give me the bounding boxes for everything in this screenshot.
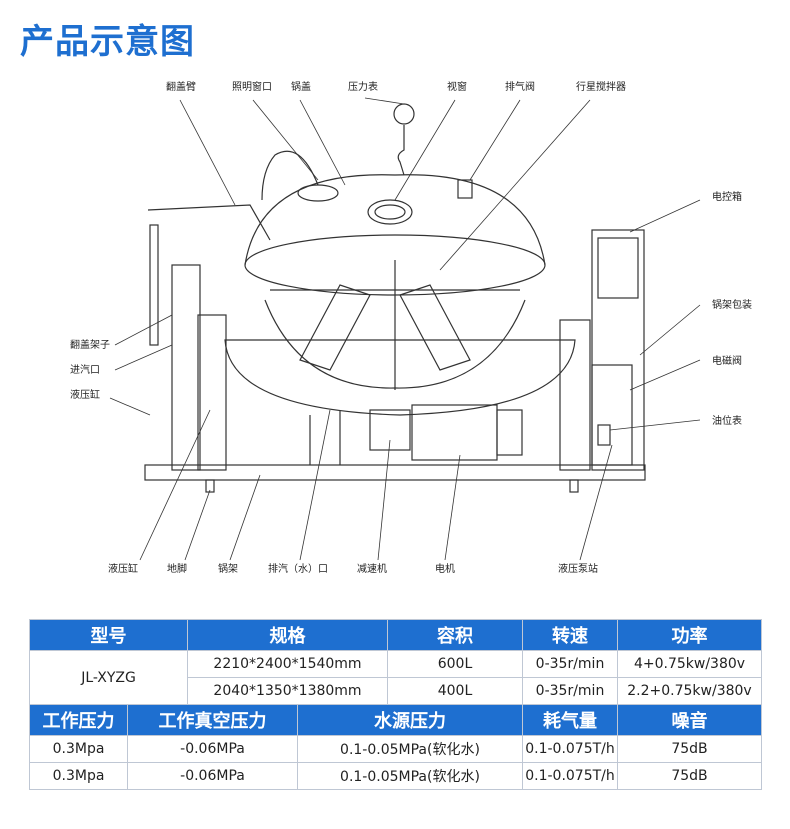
table-row: JL-XYZG 2210*2400*1540mm 600L 0-35r/min … bbox=[29, 650, 762, 705]
callout-oil-gauge: 油位表 bbox=[712, 414, 742, 427]
callout-planetary-mixer: 行星搅拌器 bbox=[576, 80, 626, 93]
lamp bbox=[297, 184, 339, 202]
steam-consumption-cell: 0.1-0.075T/h bbox=[522, 735, 618, 763]
header-spec: 规格 bbox=[187, 619, 388, 651]
model-cell: JL-XYZG bbox=[29, 650, 188, 705]
kettle-body bbox=[224, 339, 576, 416]
power-cell: 4+0.75kw/380v bbox=[617, 650, 762, 678]
machine-diagram: 翻盖臂 照明窗口 锅盖 压力表 视窗 排气阀 行星搅拌器 电控箱 锅架包装 电磁… bbox=[70, 80, 752, 575]
control-box bbox=[591, 229, 645, 471]
page-title: 产品示意图 bbox=[20, 22, 195, 62]
speed-cell: 0-35r/min bbox=[522, 650, 618, 678]
vacuum-pressure-cell: -0.06MPa bbox=[127, 762, 298, 790]
callout-vent-valve: 排气阀 bbox=[505, 80, 535, 93]
callout-lid: 锅盖 bbox=[291, 80, 311, 93]
header-model: 型号 bbox=[29, 619, 188, 651]
water-pressure-cell: 0.1-0.05MPa(软化水) bbox=[297, 735, 523, 763]
callout-hydraulic-cylinder-bottom: 液压缸 bbox=[108, 562, 138, 575]
working-pressure-cell: 0.3Mpa bbox=[29, 762, 128, 790]
callout-frame: 锅架 bbox=[218, 563, 238, 575]
callout-hydraulic-station: 液压泵站 bbox=[558, 562, 598, 575]
spec-cell: 2210*2400*1540mm bbox=[187, 650, 388, 678]
vacuum-pressure-cell: -0.06MPa bbox=[127, 735, 298, 763]
right-column bbox=[559, 319, 591, 471]
working-pressure-cell: 0.3Mpa bbox=[29, 735, 128, 763]
callout-flip-arm: 翻盖臂 bbox=[166, 80, 196, 93]
table-row: 0.3Mpa -0.06MPa 0.1-0.05MPa(软化水) 0.1-0.0… bbox=[29, 735, 762, 763]
callout-frame-cover: 锅架包装 bbox=[712, 298, 752, 311]
header-water-pressure: 水源压力 bbox=[297, 704, 523, 736]
power-cell: 2.2+0.75kw/380v bbox=[617, 677, 762, 705]
volume-cell: 600L bbox=[387, 650, 523, 678]
flip-arm bbox=[147, 204, 271, 241]
noise-cell: 75dB bbox=[617, 735, 762, 763]
callout-control-box: 电控箱 bbox=[712, 190, 742, 203]
callout-pressure-gauge: 压力表 bbox=[348, 80, 378, 93]
agitator-right bbox=[399, 284, 471, 371]
callout-motor: 电机 bbox=[435, 562, 455, 575]
motor bbox=[411, 404, 498, 461]
table2-header-row: 工作压力 工作真空压力 水源压力 耗气量 噪音 bbox=[29, 704, 762, 736]
view-window bbox=[367, 199, 413, 225]
left-column-inner bbox=[197, 314, 227, 471]
left-column bbox=[171, 264, 201, 471]
volume-cell: 400L bbox=[387, 677, 523, 705]
base-frame bbox=[144, 464, 646, 481]
table1-header-row: 型号 规格 容积 转速 功率 bbox=[29, 619, 762, 651]
callout-hydraulic-cylinder-left: 液压缸 bbox=[70, 388, 100, 401]
callout-steam-inlet: 进汽口 bbox=[70, 363, 100, 376]
callout-lamp-window: 照明窗口 bbox=[232, 80, 272, 93]
hydraulic-station bbox=[591, 364, 633, 466]
callout-reducer: 减速机 bbox=[357, 562, 387, 575]
noise-cell: 75dB bbox=[617, 762, 762, 790]
water-pressure-cell: 0.1-0.05MPa(软化水) bbox=[297, 762, 523, 790]
callout-solenoid-valve: 电磁阀 bbox=[712, 354, 742, 367]
spec-cell: 2040*1350*1380mm bbox=[187, 677, 388, 705]
callout-flip-frame: 翻盖架子 bbox=[70, 338, 110, 351]
header-volume: 容积 bbox=[387, 619, 523, 651]
vent-valve bbox=[457, 179, 473, 199]
header-working-pressure: 工作压力 bbox=[29, 704, 128, 736]
callout-feet: 地脚 bbox=[167, 562, 187, 575]
header-speed: 转速 bbox=[522, 619, 618, 651]
callout-drain: 排汽（水）口 bbox=[268, 562, 328, 575]
header-steam-consumption: 耗气量 bbox=[522, 704, 618, 736]
table-row: 0.3Mpa -0.06MPa 0.1-0.05MPa(软化水) 0.1-0.0… bbox=[29, 762, 762, 790]
header-vacuum-pressure: 工作真空压力 bbox=[127, 704, 298, 736]
callout-view-window: 视窗 bbox=[447, 80, 467, 93]
steam-consumption-cell: 0.1-0.075T/h bbox=[522, 762, 618, 790]
lid-dome bbox=[244, 174, 546, 266]
header-power: 功率 bbox=[617, 619, 762, 651]
agitator-left bbox=[299, 284, 371, 371]
reducer bbox=[369, 409, 411, 451]
speed-cell: 0-35r/min bbox=[522, 677, 618, 705]
drain bbox=[309, 410, 341, 465]
pressure-gauge bbox=[393, 103, 415, 125]
spec-table: 型号 规格 容积 转速 功率 JL-XYZG 2210*2400*1540mm … bbox=[29, 619, 762, 790]
header-noise: 噪音 bbox=[617, 704, 762, 736]
